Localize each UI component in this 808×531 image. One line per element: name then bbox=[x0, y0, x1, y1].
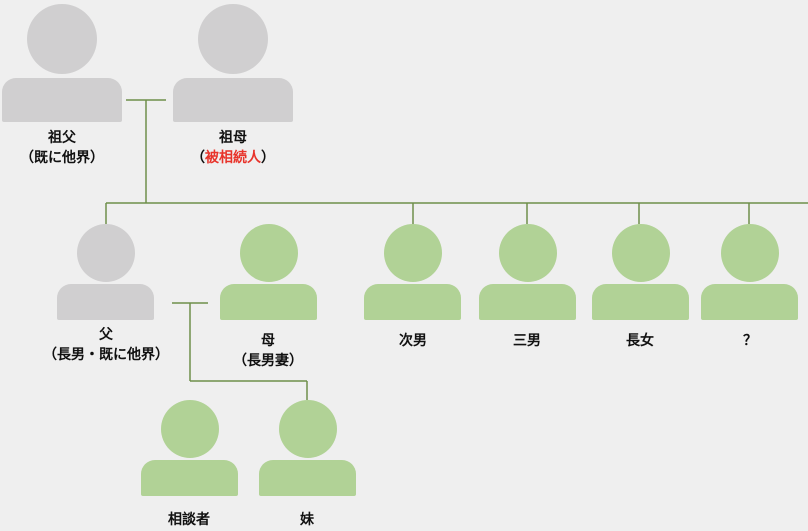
unknown-person-head bbox=[721, 224, 779, 282]
mother-body bbox=[220, 284, 317, 320]
consultant-figure bbox=[141, 400, 238, 496]
consultant-name: 相談者 bbox=[168, 512, 210, 528]
grandmother-label: 祖母 （被相続人） bbox=[191, 128, 275, 168]
father-figure bbox=[57, 224, 154, 320]
grandmother-note: （被相続人） bbox=[191, 148, 275, 168]
eldest-daughter-figure bbox=[592, 224, 689, 320]
eldest-daughter-head bbox=[612, 224, 670, 282]
eldest-daughter-body bbox=[592, 284, 689, 320]
third-son-figure bbox=[479, 224, 576, 320]
grandfather-figure bbox=[2, 4, 122, 122]
mother-name: 母 bbox=[261, 333, 275, 349]
grandfather-label: 祖父 （既に他界） bbox=[20, 128, 104, 168]
father-body bbox=[57, 284, 154, 320]
eldest-daughter-name: 長女 bbox=[626, 333, 654, 349]
mother-label: 母 （長男妻） bbox=[233, 331, 303, 371]
father-name: 父 bbox=[99, 327, 113, 343]
mother-note: （長男妻） bbox=[233, 353, 303, 369]
father-note: （長男・既に他界） bbox=[43, 347, 169, 363]
consultant-label: 相談者 bbox=[168, 510, 210, 530]
younger-sister-figure bbox=[259, 400, 356, 496]
grandmother-name: 祖母 bbox=[219, 130, 247, 146]
grandfather-body bbox=[2, 78, 122, 122]
third-son-name: 三男 bbox=[513, 333, 541, 349]
mother-figure bbox=[220, 224, 317, 320]
unknown-person-body bbox=[701, 284, 798, 320]
second-son-label: 次男 bbox=[399, 331, 427, 351]
grandfather-note: （既に他界） bbox=[20, 150, 104, 166]
heir-source-highlight: 被相続人 bbox=[205, 150, 261, 166]
third-son-body bbox=[479, 284, 576, 320]
eldest-daughter-label: 長女 bbox=[626, 331, 654, 351]
grandfather-name: 祖父 bbox=[48, 130, 76, 146]
third-son-head bbox=[499, 224, 557, 282]
unknown-person-name: ？ bbox=[743, 333, 757, 349]
second-son-head bbox=[384, 224, 442, 282]
grandmother-head bbox=[198, 4, 268, 74]
grandmother-body bbox=[173, 78, 293, 122]
second-son-figure bbox=[364, 224, 461, 320]
consultant-body bbox=[141, 460, 238, 496]
father-label: 父 （長男・既に他界） bbox=[43, 325, 169, 365]
younger-sister-body bbox=[259, 460, 356, 496]
unknown-person-figure bbox=[701, 224, 798, 320]
father-head bbox=[77, 224, 135, 282]
younger-sister-head bbox=[279, 400, 337, 458]
mother-head bbox=[240, 224, 298, 282]
consultant-head bbox=[161, 400, 219, 458]
grandmother-note-open: （ bbox=[191, 150, 205, 166]
grandmother-note-close: ） bbox=[261, 150, 275, 166]
younger-sister-label: 妹 bbox=[300, 510, 314, 530]
grandfather-head bbox=[27, 4, 97, 74]
third-son-label: 三男 bbox=[513, 331, 541, 351]
younger-sister-name: 妹 bbox=[300, 512, 314, 528]
second-son-name: 次男 bbox=[399, 333, 427, 349]
second-son-body bbox=[364, 284, 461, 320]
grandmother-figure bbox=[173, 4, 293, 122]
unknown-person-label: ？ bbox=[743, 331, 757, 351]
